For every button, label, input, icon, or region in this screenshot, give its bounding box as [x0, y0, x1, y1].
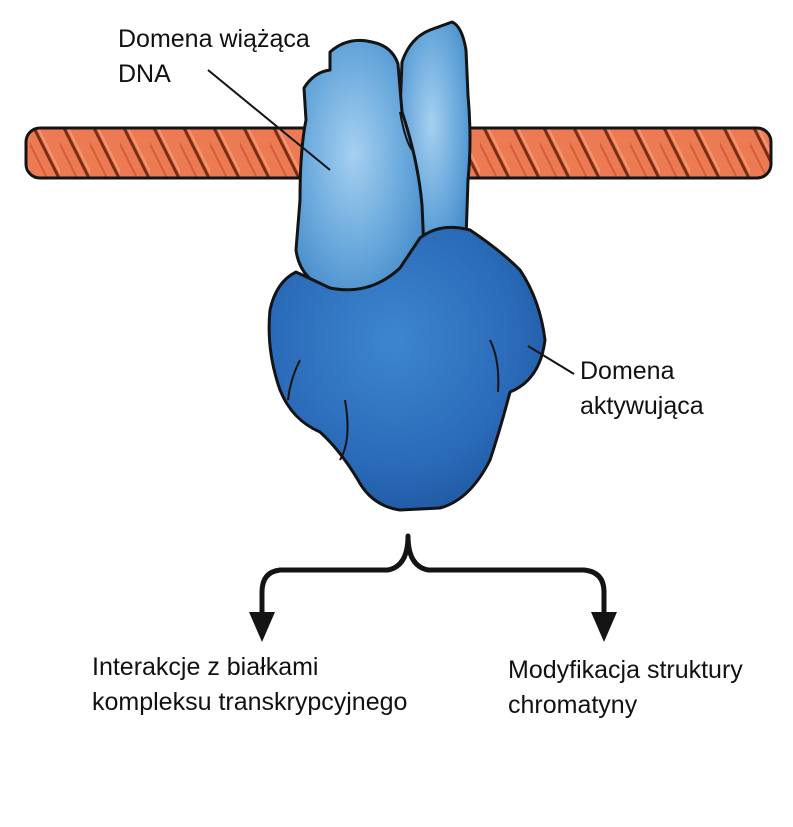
label-dna-binding-domain: Domena wiążąca DNA [118, 25, 310, 88]
leader-line-dna-binding [207, 69, 331, 171]
arrow-left-head [249, 612, 275, 642]
label-chromatin: Modyfikacja struktury chromatyny [508, 656, 743, 719]
brace-arrows [249, 533, 617, 642]
label-activation-domain: Domena aktywująca [580, 357, 704, 420]
leader-line-activation [527, 345, 575, 375]
dna-binding-domain [294, 20, 472, 294]
activation-domain [267, 225, 547, 512]
label-interaction: Interakcje z białkami kompleksu transkry… [92, 653, 408, 716]
arrow-right-head [591, 612, 617, 642]
